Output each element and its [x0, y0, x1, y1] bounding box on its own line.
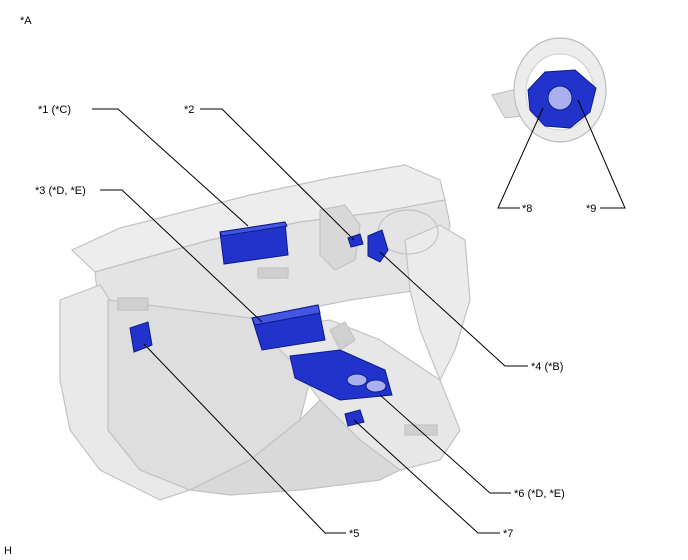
steering-wheel-inset — [491, 37, 607, 143]
corner-label: *A — [20, 15, 32, 27]
callout-4: *4 (*B) — [531, 361, 563, 373]
callout-3: *3 (*D, *E) — [35, 185, 86, 197]
component-5-switch — [129, 321, 153, 353]
callout-6: *6 (*D, *E) — [514, 488, 565, 500]
leader-lines — [92, 99, 626, 534]
callout-8: *8 — [522, 203, 532, 215]
component-7-module — [344, 409, 365, 427]
highlighted-components — [129, 221, 393, 427]
callout-7: *7 — [503, 528, 513, 540]
vehicle-interior — [59, 164, 471, 501]
callout-9: *9 — [586, 203, 596, 215]
callout-1: *1 (*C) — [38, 104, 71, 116]
footer-code: H — [4, 545, 12, 557]
callout-2: *2 — [184, 104, 194, 116]
callout-5: *5 — [349, 528, 359, 540]
